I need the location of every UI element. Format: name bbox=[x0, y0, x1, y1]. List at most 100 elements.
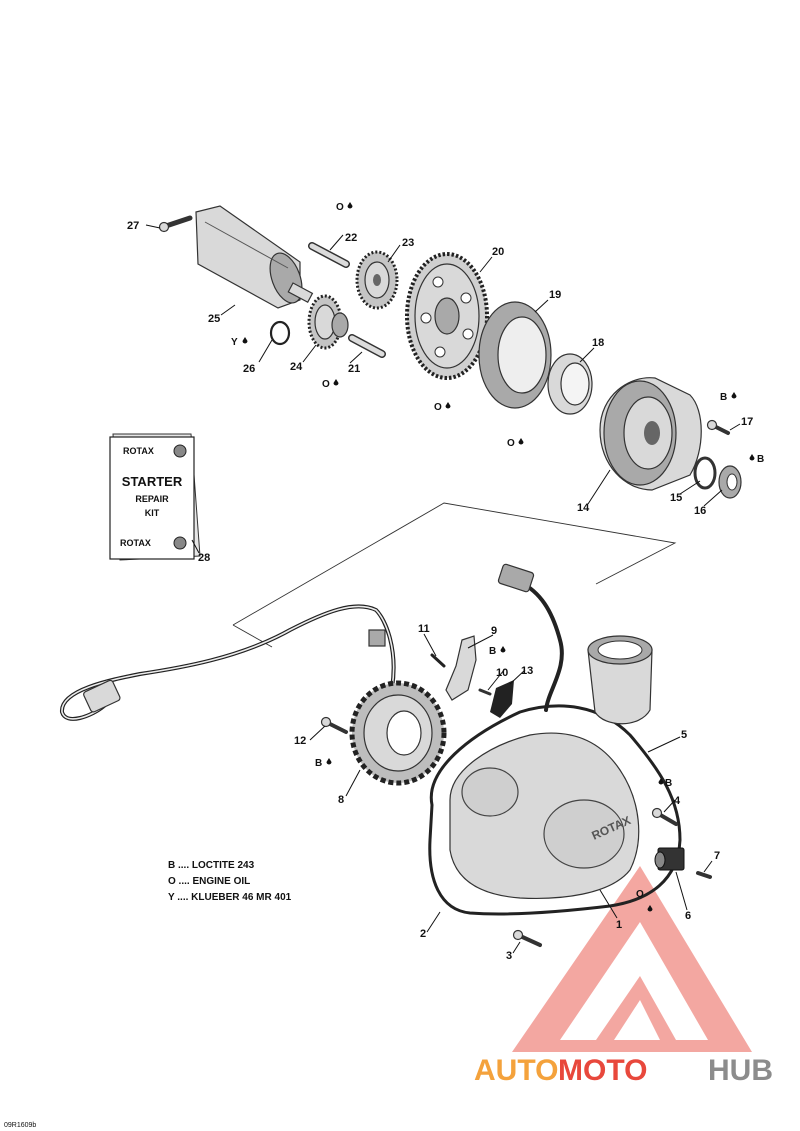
callout-26: 26 bbox=[243, 363, 255, 375]
callout-7: 7 bbox=[714, 850, 720, 862]
kit-brand-bottom: ROTAX bbox=[120, 538, 151, 548]
sensor-13 bbox=[490, 680, 514, 718]
legend-engine-oil: O .... ENGINE OIL bbox=[168, 876, 250, 887]
screw-10 bbox=[478, 688, 492, 696]
nut-16 bbox=[718, 465, 742, 499]
legend-loctite: B .... LOCTITE 243 bbox=[168, 860, 255, 871]
symbol-loctite: B bbox=[658, 778, 672, 789]
callout-27: 27 bbox=[127, 220, 139, 232]
starter-motor bbox=[195, 205, 314, 309]
callout-13: 13 bbox=[521, 665, 533, 677]
svg-text:O: O bbox=[636, 889, 644, 900]
sensor-cable bbox=[497, 563, 564, 712]
svg-text:B: B bbox=[665, 778, 672, 789]
bolt-17 bbox=[706, 419, 730, 435]
callout-17: 17 bbox=[741, 416, 753, 428]
callout-8: 8 bbox=[338, 794, 344, 806]
callout-4: 4 bbox=[674, 795, 681, 807]
callout-23: 23 bbox=[402, 237, 414, 249]
legend-klueber: Y .... KLUEBER 46 MR 401 bbox=[168, 892, 292, 903]
symbol-markers: O Y O O O B B B B B O bbox=[231, 202, 764, 912]
svg-text:B: B bbox=[757, 454, 764, 465]
stator-harness bbox=[60, 604, 396, 721]
sensor-6 bbox=[654, 847, 685, 871]
callout-5: 5 bbox=[681, 729, 687, 741]
breather-tube bbox=[587, 635, 653, 725]
washer-15 bbox=[693, 456, 717, 490]
watermark-auto: AUTO bbox=[474, 1054, 558, 1087]
callout-21: 21 bbox=[348, 363, 360, 375]
legend: B .... LOCTITE 243 O .... ENGINE OIL Y .… bbox=[168, 860, 292, 903]
leader-lines bbox=[145, 224, 741, 954]
callout-20: 20 bbox=[492, 246, 504, 258]
watermark-logo bbox=[512, 866, 752, 1052]
flywheel-14 bbox=[599, 377, 702, 491]
symbol-grease: Y bbox=[231, 337, 248, 348]
symbol-oil: O bbox=[322, 379, 339, 390]
callout-16: 16 bbox=[694, 505, 706, 517]
symbol-loctite: B bbox=[720, 392, 737, 403]
symbol-loctite: B bbox=[749, 454, 764, 465]
symbol-oil: O bbox=[636, 889, 653, 912]
svg-text:O: O bbox=[336, 202, 344, 213]
gear-24 bbox=[307, 294, 349, 350]
svg-text:O: O bbox=[434, 402, 442, 413]
o-ring-26 bbox=[269, 320, 291, 346]
clutch-19 bbox=[478, 301, 552, 409]
callout-numbers: 27 22 23 20 19 18 25 26 24 21 17 14 15 1… bbox=[127, 220, 753, 962]
callout-3: 3 bbox=[506, 950, 512, 962]
bracket-9 bbox=[445, 635, 477, 701]
callout-2: 2 bbox=[420, 928, 426, 940]
svg-text:B: B bbox=[720, 392, 727, 403]
bolt-12 bbox=[320, 716, 348, 734]
magneto-cover-1 bbox=[449, 732, 640, 899]
screw-11 bbox=[430, 653, 446, 668]
callout-14: 14 bbox=[577, 502, 590, 514]
gear-20 bbox=[405, 252, 489, 380]
callout-1: 1 bbox=[616, 919, 622, 931]
watermark-hub: HUB bbox=[708, 1054, 773, 1087]
symbol-loctite: B bbox=[489, 646, 506, 657]
screw-7 bbox=[696, 871, 712, 879]
callout-10: 10 bbox=[496, 667, 508, 679]
bolt-4 bbox=[651, 807, 678, 826]
callout-19: 19 bbox=[549, 289, 561, 301]
symbol-oil: O bbox=[507, 438, 524, 449]
symbol-oil: O bbox=[336, 202, 353, 213]
callout-9: 9 bbox=[491, 625, 497, 637]
callout-15: 15 bbox=[670, 492, 682, 504]
kit-line-starter: STARTER bbox=[122, 474, 183, 489]
callout-12: 12 bbox=[294, 735, 306, 747]
symbol-loctite: B bbox=[315, 758, 332, 769]
figure-code: 09R1609b bbox=[4, 1122, 36, 1129]
gasket-2 bbox=[428, 704, 682, 916]
kit-line-repair: REPAIR bbox=[135, 494, 169, 504]
svg-text:B: B bbox=[489, 646, 496, 657]
watermark-text: AUTO MOTO HUB bbox=[474, 1054, 773, 1087]
callout-24: 24 bbox=[290, 361, 303, 373]
svg-text:B: B bbox=[315, 758, 322, 769]
bolt-27 bbox=[158, 215, 193, 233]
kit-line-kit: KIT bbox=[145, 508, 160, 518]
shaft-22 bbox=[308, 242, 350, 268]
callout-18: 18 bbox=[592, 337, 604, 349]
svg-text:Y: Y bbox=[231, 337, 238, 348]
kit-card-text: ROTAX STARTER REPAIR KIT ROTAX bbox=[120, 446, 183, 548]
svg-text:O: O bbox=[507, 438, 515, 449]
svg-text:O: O bbox=[322, 379, 330, 390]
callout-6: 6 bbox=[685, 910, 691, 922]
callout-22: 22 bbox=[345, 232, 357, 244]
shaft-21 bbox=[348, 334, 386, 358]
gear-23 bbox=[355, 250, 399, 310]
kit-brand-top: ROTAX bbox=[123, 446, 154, 456]
callout-28: 28 bbox=[198, 552, 210, 564]
stator-8 bbox=[349, 680, 447, 786]
bushing-18 bbox=[547, 353, 593, 415]
assembly-frame bbox=[232, 502, 677, 626]
symbol-oil: O bbox=[434, 402, 451, 413]
bolt-3 bbox=[512, 929, 542, 947]
starter-repair-kit-card bbox=[109, 433, 201, 561]
callout-25: 25 bbox=[208, 313, 220, 325]
watermark-moto: MOTO bbox=[558, 1054, 647, 1087]
